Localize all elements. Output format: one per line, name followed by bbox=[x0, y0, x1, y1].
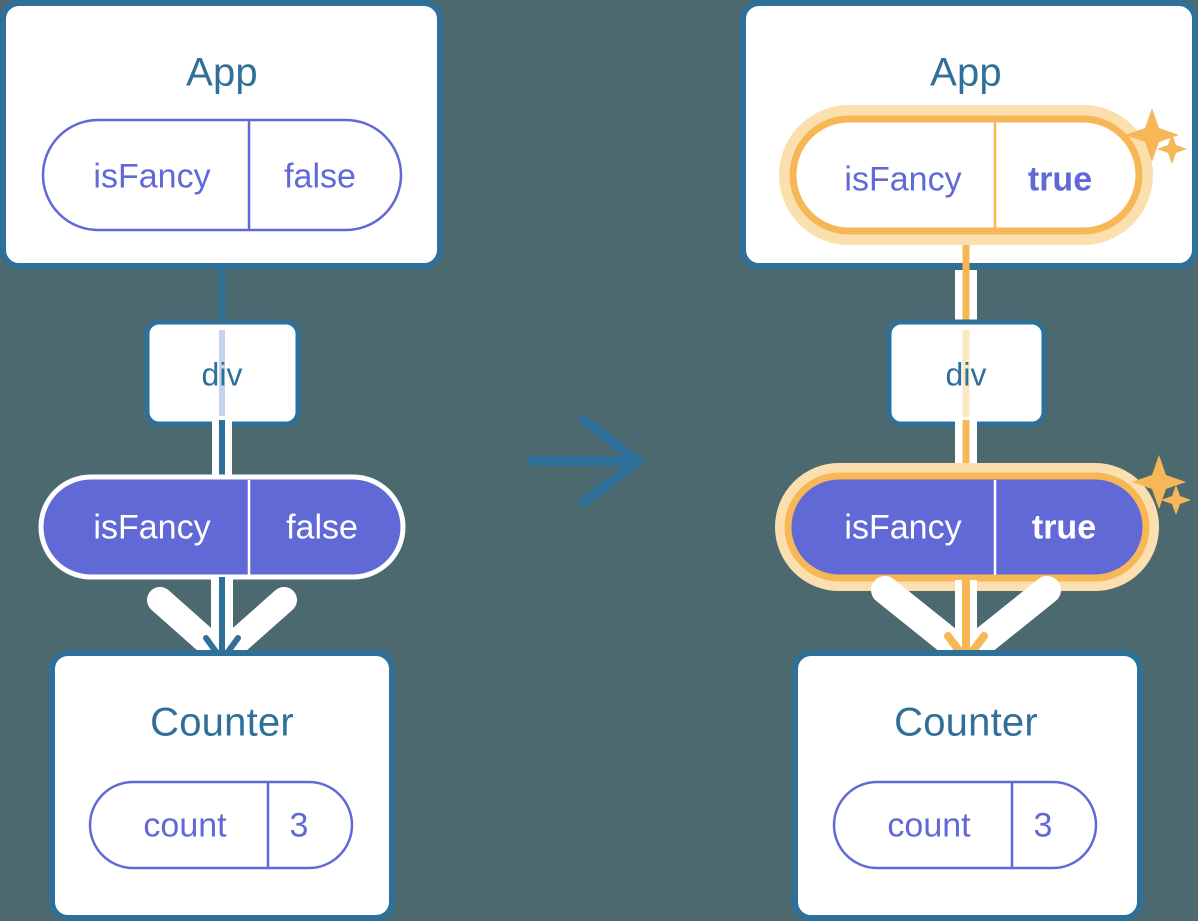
right-app-sparkles-icon bbox=[1125, 108, 1187, 164]
right-div-box bbox=[886, 319, 1047, 427]
left-div-box bbox=[144, 319, 301, 427]
right-counter-pill bbox=[832, 780, 1098, 870]
right-app-pill bbox=[779, 105, 1153, 245]
right-edge-prop-to-counter bbox=[871, 576, 1061, 669]
left-counter-pill bbox=[88, 780, 354, 870]
left-edge-prop-to-counter bbox=[147, 577, 297, 668]
transition-arrow-icon bbox=[527, 415, 643, 507]
left-app-pill bbox=[41, 118, 403, 232]
right-prop-sparkles-icon bbox=[1132, 455, 1191, 515]
right-prop-pill bbox=[775, 463, 1159, 591]
left-prop-pill bbox=[38, 474, 406, 580]
